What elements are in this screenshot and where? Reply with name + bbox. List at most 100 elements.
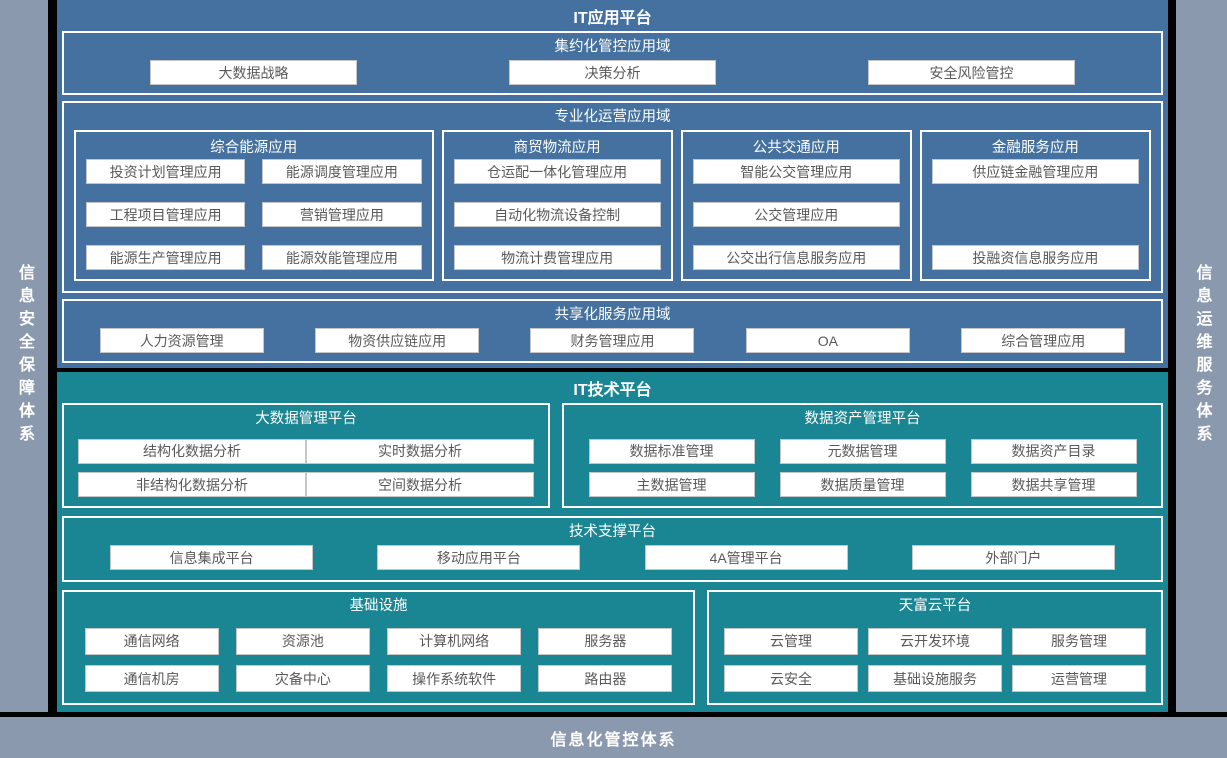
item-box: 能源调度管理应用 [262, 159, 422, 184]
item-box: 数据资产目录 [970, 438, 1137, 464]
item-box: 通信网络 [84, 627, 219, 655]
item-box: 操作系统软件 [387, 665, 522, 693]
item-box: 通信机房 [84, 665, 219, 693]
item-box: 资源池 [235, 627, 370, 655]
item-box: 人力资源管理 [99, 328, 264, 353]
data-asset-items: 数据标准管理 元数据管理 数据资产目录 主数据管理 数据质量管理 数据共享管理 [564, 430, 1161, 506]
item-box: 云管理 [724, 627, 858, 655]
item-box: 数据质量管理 [779, 472, 946, 498]
item-box: 公交管理应用 [692, 202, 900, 227]
specialized-domain-title: 专业化运营应用域 [554, 109, 671, 125]
data-asset-platform-title: 数据资产管理平台 [804, 411, 921, 427]
main-content: IT应用平台 集约化管控应用域 大数据战略 决策分析 安全风险管控 专业化运营应… [57, 0, 1168, 712]
tech-row-infra: 基础设施 通信网络 资源池 计算机网络 服务器 通信机房 灾备中心 操作系统软件… [62, 590, 1163, 705]
item-box: 物流计费管理应用 [453, 245, 661, 270]
item-box: 空间数据分析 [306, 472, 534, 498]
item-box: 大数据战略 [150, 60, 357, 85]
item-box: 非结构化数据分析 [78, 472, 306, 498]
item-box: 信息集成平台 [110, 545, 314, 570]
bigdata-platform-title: 大数据管理平台 [255, 411, 357, 427]
item-box: 元数据管理 [779, 438, 946, 464]
item-box: 智能公交管理应用 [692, 159, 900, 184]
tech-support-items: 信息集成平台 移动应用平台 4A管理平台 外部门户 [64, 543, 1161, 570]
right-bar-ops-system: 信息运维服务体系 [1176, 0, 1227, 712]
item-box: 灾备中心 [235, 665, 370, 693]
app-platform-panel: IT应用平台 集约化管控应用域 大数据战略 决策分析 安全风险管控 专业化运营应… [57, 0, 1168, 368]
tech-row-data: 大数据管理平台 结构化数据分析 实时数据分析 非结构化数据分析 空间数据分析 数… [62, 403, 1163, 508]
item-box: 数据标准管理 [588, 438, 755, 464]
item-box: 物资供应链应用 [315, 328, 480, 353]
logistics-apps-items: 仓运配一体化管理应用 自动化物流设备控制 物流计费管理应用 [453, 159, 661, 270]
item-box: 云安全 [724, 665, 858, 693]
tech-support-platform-title: 技术支撑平台 [569, 524, 656, 540]
energy-apps-items: 投资计划管理应用 能源调度管理应用 工程项目管理应用 营销管理应用 能源生产管理… [86, 159, 422, 270]
item-box: 实时数据分析 [306, 438, 534, 464]
item-box: 移动应用平台 [377, 545, 581, 570]
item-box: 决策分析 [509, 60, 716, 85]
item-box: 外部门户 [911, 545, 1115, 570]
data-asset-platform-box: 数据资产管理平台 数据标准管理 元数据管理 数据资产目录 主数据管理 数据质量管… [562, 403, 1163, 508]
bigdata-items: 结构化数据分析 实时数据分析 非结构化数据分析 空间数据分析 [64, 430, 548, 506]
item-box: 安全风险管控 [868, 60, 1075, 85]
item-box: 供应链金融管理应用 [931, 159, 1139, 184]
item-box: 结构化数据分析 [78, 438, 306, 464]
centralized-items: 大数据战略 决策分析 安全风险管控 [64, 58, 1161, 85]
transit-apps-column: 公共交通应用 智能公交管理应用 公交管理应用 公交出行信息服务应用 [680, 130, 912, 281]
cloud-items: 云管理 云开发环境 服务管理 云安全 基础设施服务 运营管理 [709, 617, 1161, 703]
shared-domain-box: 共享化服务应用域 人力资源管理 物资供应链应用 财务管理应用 OA 综合管理应用 [62, 299, 1163, 363]
energy-apps-title: 综合能源应用 [210, 140, 298, 156]
item-box: 工程项目管理应用 [86, 202, 246, 227]
bottom-bar-label: 信息化管控体系 [550, 731, 677, 749]
left-bar-security-system: 信息安全保障体系 [0, 0, 48, 712]
infrastructure-box: 基础设施 通信网络 资源池 计算机网络 服务器 通信机房 灾备中心 操作系统软件… [62, 590, 695, 705]
item-box: 基础设施服务 [868, 665, 1002, 693]
infrastructure-title: 基础设施 [349, 598, 408, 614]
app-platform-title: IT应用平台 [573, 9, 652, 27]
cloud-platform-title: 天富云平台 [898, 598, 972, 614]
bottom-bar-governance-system: 信息化管控体系 [0, 717, 1227, 758]
item-box: 云开发环境 [868, 627, 1002, 655]
logistics-apps-title: 商贸物流应用 [513, 140, 601, 156]
item-box: 综合管理应用 [961, 328, 1126, 353]
tech-support-platform-box: 技术支撑平台 信息集成平台 移动应用平台 4A管理平台 外部门户 [62, 516, 1163, 582]
item-box: 营销管理应用 [262, 202, 422, 227]
item-box: 服务器 [538, 627, 673, 655]
left-divider [48, 0, 57, 712]
specialized-domain-box: 专业化运营应用域 综合能源应用 投资计划管理应用 能源调度管理应用 工程项目管理… [62, 101, 1163, 293]
energy-apps-column: 综合能源应用 投资计划管理应用 能源调度管理应用 工程项目管理应用 营销管理应用… [74, 130, 434, 281]
item-box: 能源生产管理应用 [86, 245, 246, 270]
item-box: 公交出行信息服务应用 [692, 245, 900, 270]
item-box: 数据共享管理 [970, 472, 1137, 498]
right-bar-label: 信息运维服务体系 [1193, 264, 1211, 448]
transit-apps-title: 公共交通应用 [752, 140, 840, 156]
shared-domain-title: 共享化服务应用域 [554, 307, 671, 323]
horizontal-divider [57, 368, 1168, 372]
centralized-domain-title: 集约化管控应用域 [554, 39, 671, 55]
item-box: 4A管理平台 [644, 545, 848, 570]
diagram-body: 信息安全保障体系 IT应用平台 集约化管控应用域 大数据战略 决策分析 安全风险… [0, 0, 1227, 712]
specialized-columns: 综合能源应用 投资计划管理应用 能源调度管理应用 工程项目管理应用 营销管理应用… [64, 128, 1161, 291]
item-box: 投融资信息服务应用 [931, 245, 1139, 270]
item-box: 财务管理应用 [530, 328, 695, 353]
finance-apps-items: 供应链金融管理应用 投融资信息服务应用 [931, 159, 1139, 270]
tech-platform-title: IT技术平台 [573, 381, 652, 399]
bigdata-platform-box: 大数据管理平台 结构化数据分析 实时数据分析 非结构化数据分析 空间数据分析 [62, 403, 550, 508]
item-box: OA [745, 328, 910, 353]
item-box: 仓运配一体化管理应用 [453, 159, 661, 184]
item-box: 服务管理 [1012, 627, 1146, 655]
item-box: 自动化物流设备控制 [453, 202, 661, 227]
item-box: 能源效能管理应用 [262, 245, 422, 270]
shared-items: 人力资源管理 物资供应链应用 财务管理应用 OA 综合管理应用 [64, 326, 1161, 353]
item-box: 计算机网络 [387, 627, 522, 655]
cloud-platform-box: 天富云平台 云管理 云开发环境 服务管理 云安全 基础设施服务 运营管理 [707, 590, 1163, 705]
left-bar-label: 信息安全保障体系 [16, 264, 33, 448]
infrastructure-items: 通信网络 资源池 计算机网络 服务器 通信机房 灾备中心 操作系统软件 路由器 [64, 617, 693, 703]
item-box: 运营管理 [1012, 665, 1146, 693]
item-box: 主数据管理 [588, 472, 755, 498]
transit-apps-items: 智能公交管理应用 公交管理应用 公交出行信息服务应用 [692, 159, 900, 270]
finance-apps-title: 金融服务应用 [991, 140, 1079, 156]
logistics-apps-column: 商贸物流应用 仓运配一体化管理应用 自动化物流设备控制 物流计费管理应用 [441, 130, 673, 281]
item-box: 投资计划管理应用 [86, 159, 246, 184]
right-divider [1168, 0, 1176, 712]
